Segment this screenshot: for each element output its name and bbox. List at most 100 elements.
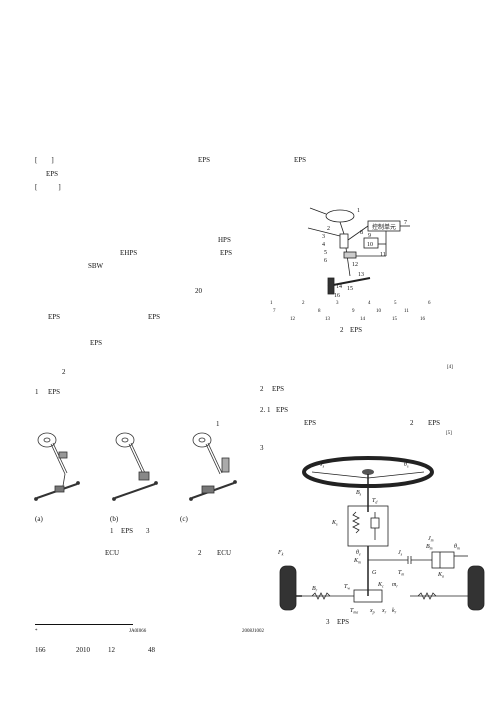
- figure-1c-label: (c): [180, 515, 188, 523]
- callout-15: 15: [347, 286, 353, 292]
- motor-icon: [363, 237, 379, 249]
- figure-1a-label: (a): [35, 515, 43, 523]
- callout-9: 9: [368, 233, 371, 239]
- legend-item: 16: [420, 317, 425, 322]
- steering-wheel-icon: [325, 209, 355, 223]
- term-eps: EPS: [48, 313, 61, 321]
- footer-year: 2010: [76, 646, 90, 654]
- label-td: Td: [372, 498, 378, 505]
- label-theta-s: θs: [404, 462, 409, 469]
- label-km: Km: [353, 558, 361, 565]
- label-br: Br: [312, 586, 318, 593]
- label-theta-e: θe: [356, 550, 361, 557]
- callout-10: 10: [367, 242, 373, 248]
- subsection-2-1-title: EPS: [276, 406, 289, 414]
- callout-14: 14: [336, 284, 342, 290]
- term-eps: EPS: [428, 419, 441, 427]
- footnote-rule: [35, 624, 133, 625]
- label-tw: Tw: [344, 584, 350, 591]
- legend-item: 14: [360, 317, 365, 322]
- label-bs: Bs: [356, 490, 362, 497]
- label-ka: Ka: [437, 572, 444, 579]
- subsection-2-1-number: 2. 1: [260, 406, 271, 414]
- callout-13: 13: [358, 272, 364, 278]
- term-ecu: ECU: [105, 549, 119, 557]
- figure-1-caption-number: 1: [110, 527, 114, 535]
- callout-16: 16: [334, 293, 340, 299]
- figure-2-caption-number: 2: [340, 326, 344, 334]
- section-1-number: 1: [35, 388, 39, 396]
- label-xr: xr: [381, 608, 387, 615]
- footer-issue: 48: [148, 646, 155, 654]
- torque-sensor-icon: [339, 233, 349, 249]
- callout-12: 12: [352, 262, 358, 268]
- abstract-term-eps: EPS: [198, 156, 211, 164]
- reference-1: 1: [216, 420, 220, 428]
- right-wheel-icon: [467, 565, 485, 611]
- figure-1-eps-types: [34, 432, 237, 501]
- label-ks: Ks: [331, 520, 338, 527]
- number-2: 2: [410, 419, 414, 427]
- callout-7: 7: [404, 220, 407, 226]
- label-bm: Bm: [426, 544, 433, 551]
- figure-1b-label: (b): [110, 515, 119, 523]
- keywords-bracket: [ ]: [35, 183, 61, 191]
- callout-3: 3: [322, 234, 325, 240]
- term-eps: EPS: [220, 249, 233, 257]
- figure-2-eps-structure: 控制单元 1 2 3 4 5 6 7 8 9 10 11 12 13 14 15…: [307, 207, 410, 299]
- spring-kr: [417, 592, 437, 600]
- figure-2-caption-eps: EPS: [350, 326, 363, 334]
- legend-item: 4: [368, 301, 371, 306]
- label-js: Js: [320, 462, 325, 469]
- legend-item: 5: [394, 301, 397, 306]
- left-wheel-icon: [279, 565, 297, 611]
- figure-1-caption-3: 3: [146, 527, 150, 535]
- spring-ks: [352, 511, 360, 534]
- label-js-motor: Js: [398, 550, 403, 557]
- legend-item: 10: [376, 309, 381, 314]
- number-20: 20: [195, 287, 202, 295]
- section-1-title: EPS: [48, 388, 61, 396]
- figure-1b-pinion-eps: [112, 432, 158, 501]
- reference-4: [4]: [447, 365, 453, 370]
- term-hps: HPS: [218, 236, 231, 244]
- label-tm: Tm: [398, 570, 404, 577]
- legend-item: 12: [290, 317, 295, 322]
- section-2-number: 2: [260, 385, 264, 393]
- callout-11: 11: [380, 252, 386, 258]
- label-g: G: [372, 570, 377, 576]
- term-eps: EPS: [90, 339, 103, 347]
- legend-item: 15: [392, 317, 397, 322]
- figure-3-caption-number: 3: [326, 618, 330, 626]
- section-2-title: EPS: [272, 385, 285, 393]
- legend-item: 2: [302, 301, 305, 306]
- controller-label: 控制单元: [372, 223, 396, 231]
- legend-item: 1: [270, 301, 273, 306]
- figure-1-caption-eps: EPS: [121, 527, 134, 535]
- footnote-project-code: JA0I066: [129, 629, 147, 634]
- callout-6: 6: [324, 258, 327, 264]
- page-number: 166: [35, 646, 46, 654]
- footnote-project-year: 2008J1002: [242, 629, 264, 634]
- number-2: 2: [62, 368, 66, 376]
- figure-1a-column-eps: [34, 432, 80, 501]
- label-tma: Tma: [350, 608, 358, 615]
- abstract-term-eps: EPS: [294, 156, 307, 164]
- callout-2: 2: [327, 226, 330, 232]
- term-eps: EPS: [148, 313, 161, 321]
- figure-3-eps-model: Js θs Bs Td Ks θe Km G Js Bm Jm θm Tm Ka…: [277, 456, 485, 615]
- callout-1: 1: [357, 208, 360, 214]
- figure-1c-rack-eps: [189, 432, 237, 501]
- callout-8: 8: [360, 230, 363, 236]
- callout-5: 5: [324, 250, 327, 256]
- callout-4: 4: [322, 242, 325, 248]
- term-ehps: EHPS: [120, 249, 138, 257]
- legend-item: 9: [352, 309, 355, 314]
- legend-item: 8: [318, 309, 321, 314]
- legend-item: 7: [273, 309, 276, 314]
- number-2: 2: [198, 549, 202, 557]
- abstract-bracket-1: [ ]: [35, 156, 54, 164]
- label-theta-m: θm: [454, 544, 460, 551]
- label-kc: Kc: [377, 582, 384, 589]
- legend-item: 11: [404, 309, 409, 314]
